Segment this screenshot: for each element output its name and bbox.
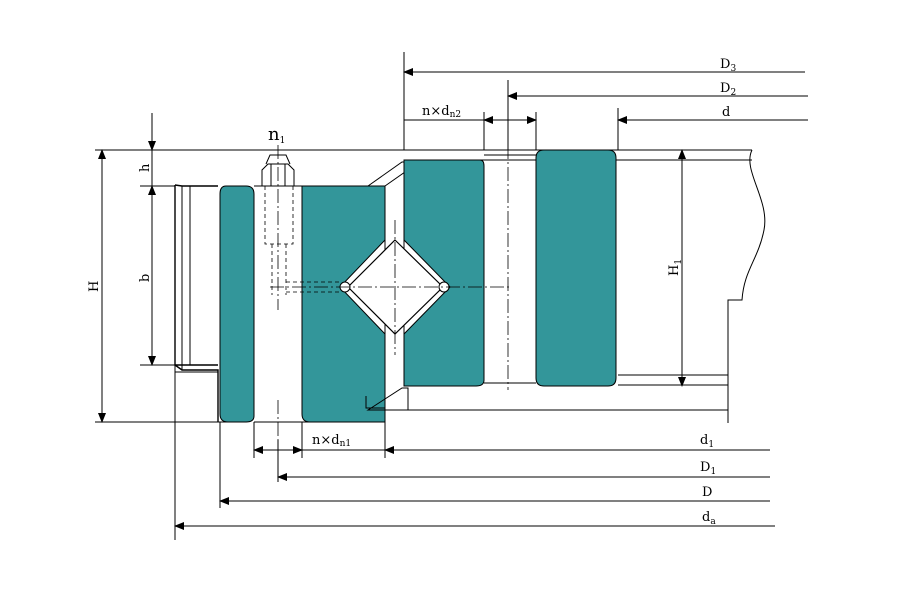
dimensions-bottom [174,372,775,540]
label-H: H [87,281,102,292]
dimension-labels: D3 D2 d n×dn2 n1 h H b H1 n×dn1 d1 D1 D … [87,57,736,527]
outer-ring [365,149,617,411]
dimensions-top [403,52,808,150]
label-b: b [138,274,153,282]
label-H1: H1 [667,259,684,276]
label-n-dn1: n×dn1 [312,433,351,449]
label-D3: D3 [720,57,736,74]
label-D2: D2 [720,81,736,98]
label-d1: d1 [700,433,714,450]
label-da: da [702,510,716,527]
label-D: D [702,485,712,500]
label-n1: n1 [268,124,285,146]
center-lines [270,145,510,440]
dimension-h1 [618,149,692,387]
label-h: h [138,163,153,172]
label-d: d [722,105,730,120]
label-D1: D1 [700,460,716,477]
inner-ring [174,184,386,423]
label-n-dn2: n×dn2 [422,104,461,120]
bolt [261,145,340,310]
dimensions-left [98,113,175,423]
